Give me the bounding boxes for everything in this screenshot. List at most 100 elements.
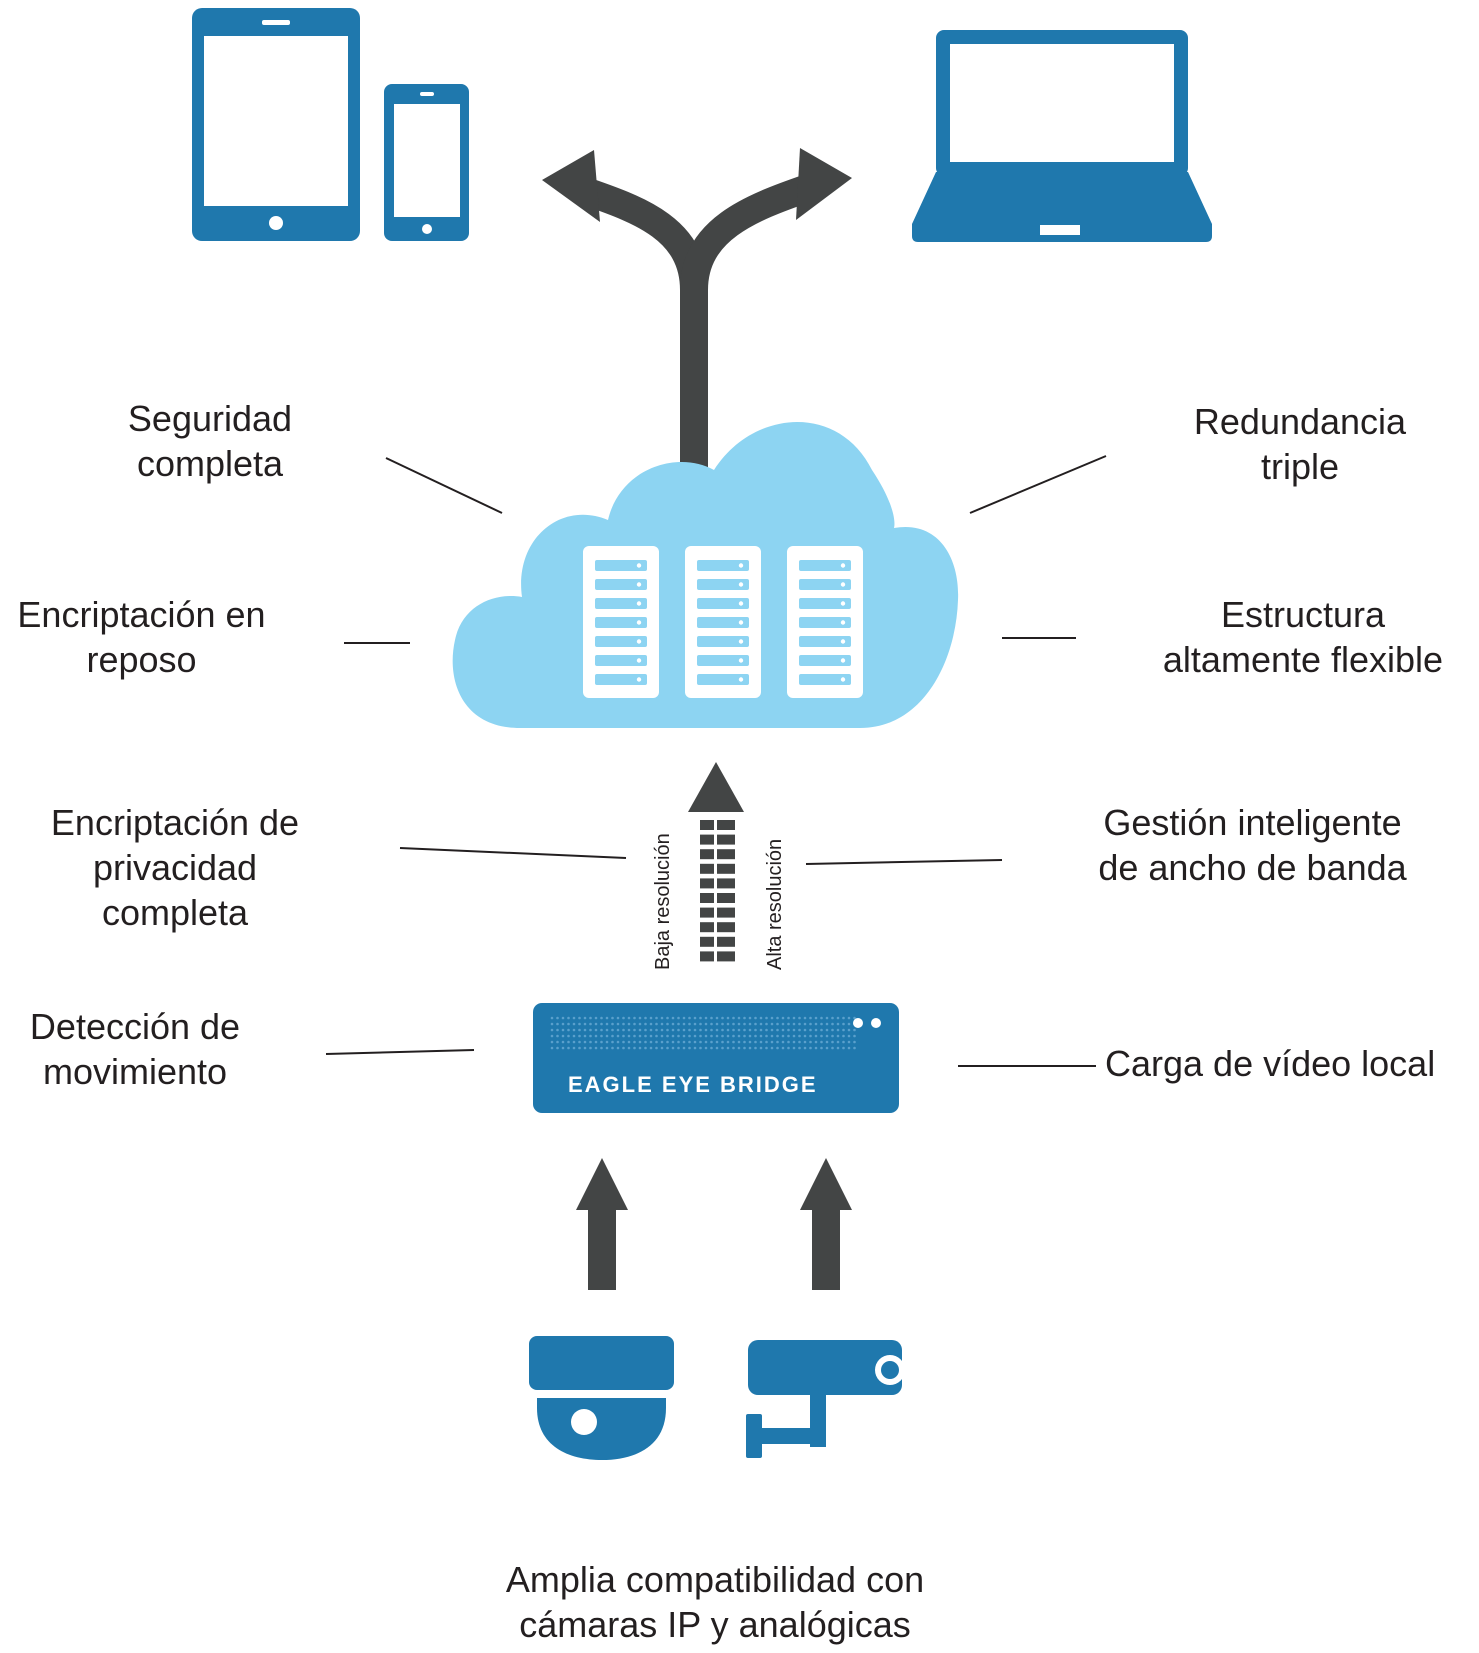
server-led — [840, 639, 846, 644]
stream-bar-high — [717, 849, 735, 860]
vent-dot — [820, 1040, 823, 1044]
vent-dot — [677, 1034, 680, 1038]
vent-dot — [567, 1028, 570, 1032]
label-low-resolution: Baja resolución — [652, 833, 674, 970]
stream-bar-low — [700, 834, 714, 845]
vent-dot — [825, 1040, 829, 1044]
stream-bar-low — [700, 849, 714, 860]
vent-dot — [655, 1028, 658, 1032]
vent-dot — [638, 1040, 642, 1044]
vent-dot — [847, 1016, 851, 1020]
vent-dot — [754, 1046, 757, 1050]
vent-dot — [759, 1022, 763, 1026]
vent-dot — [809, 1022, 812, 1026]
vent-dot — [759, 1040, 763, 1044]
vent-dot — [792, 1028, 796, 1032]
vent-dot — [715, 1040, 719, 1044]
vent-dot — [633, 1046, 636, 1050]
stream-bar-low — [700, 936, 714, 947]
server-led — [636, 582, 642, 587]
upload-stream-arrow — [688, 762, 744, 962]
vent-dot — [787, 1028, 790, 1032]
camera-arrow-right — [800, 1158, 852, 1290]
vent-dot — [726, 1040, 730, 1044]
vent-dot — [589, 1028, 592, 1032]
vent-dot — [611, 1034, 614, 1038]
vent-dot — [831, 1046, 834, 1050]
vent-dot — [798, 1034, 801, 1038]
vent-dot — [721, 1034, 724, 1038]
vent-dot — [803, 1040, 807, 1044]
server-led — [738, 582, 744, 587]
server-led — [840, 601, 846, 606]
vent-dot — [616, 1028, 620, 1032]
vent-dot — [688, 1034, 691, 1038]
vent-dot — [660, 1016, 664, 1020]
vent-dot — [589, 1046, 592, 1050]
vent-dot — [803, 1028, 807, 1032]
vent-dot — [561, 1040, 565, 1044]
vent-dot — [715, 1016, 719, 1020]
vent-dot — [671, 1040, 675, 1044]
stream-bar-low — [700, 922, 714, 933]
vent-dot — [732, 1022, 735, 1026]
vent-dot — [732, 1016, 735, 1020]
vent-dot — [550, 1040, 554, 1044]
vent-dot — [644, 1022, 647, 1026]
vent-dot — [814, 1040, 818, 1044]
vent-dot — [671, 1034, 675, 1038]
vent-dot — [688, 1028, 691, 1032]
server-slot — [799, 617, 851, 628]
vent-dot — [649, 1022, 653, 1026]
vent-dot — [748, 1046, 752, 1050]
vent-dot — [633, 1022, 636, 1026]
vent-dot — [578, 1022, 581, 1026]
vent-dot — [814, 1016, 818, 1020]
vent-dot — [600, 1040, 603, 1044]
vent-dot — [550, 1016, 554, 1020]
vent-dot — [825, 1016, 829, 1020]
vent-dot — [638, 1016, 642, 1020]
vent-dot — [605, 1016, 609, 1020]
stream-bar-high — [717, 951, 735, 962]
vent-dot — [638, 1022, 642, 1026]
vent-dot — [660, 1028, 664, 1032]
vent-dot — [737, 1034, 741, 1038]
bridge-led-2 — [871, 1018, 881, 1028]
vent-dot — [820, 1016, 823, 1020]
vent-dot — [682, 1034, 686, 1038]
vent-dot — [732, 1028, 735, 1032]
server-led — [636, 677, 642, 682]
vent-dot — [792, 1034, 796, 1038]
label-compatibility: Amplia compatibilidad con cámaras IP y a… — [505, 1559, 925, 1645]
vent-dot — [699, 1034, 702, 1038]
vent-dot — [605, 1022, 609, 1026]
vent-dot — [660, 1022, 664, 1026]
vent-dot — [605, 1028, 609, 1032]
vent-dot — [726, 1046, 730, 1050]
vent-dot — [710, 1034, 713, 1038]
server-slot — [799, 636, 851, 647]
vent-dot — [770, 1040, 774, 1044]
vent-dot — [831, 1028, 834, 1032]
vent-dot — [616, 1034, 620, 1038]
vent-dot — [781, 1046, 785, 1050]
vent-dot — [556, 1022, 559, 1026]
server-slot — [595, 560, 647, 571]
label-security: Seguridad completa — [127, 398, 293, 484]
label-encryption-rest: Encriptación en reposo — [17, 594, 266, 680]
vent-dot — [781, 1028, 785, 1032]
vent-dot — [572, 1028, 576, 1032]
vent-dot — [732, 1046, 735, 1050]
vent-dot — [688, 1040, 691, 1044]
vent-dot — [572, 1016, 576, 1020]
vent-dot — [704, 1028, 708, 1032]
vent-dot — [726, 1028, 730, 1032]
vent-dot — [737, 1028, 741, 1032]
server-slot — [595, 617, 647, 628]
stream-bar-high — [717, 936, 735, 947]
vent-dot — [594, 1028, 598, 1032]
vent-dot — [710, 1016, 713, 1020]
server-slots — [595, 560, 851, 685]
vent-dot — [655, 1046, 658, 1050]
